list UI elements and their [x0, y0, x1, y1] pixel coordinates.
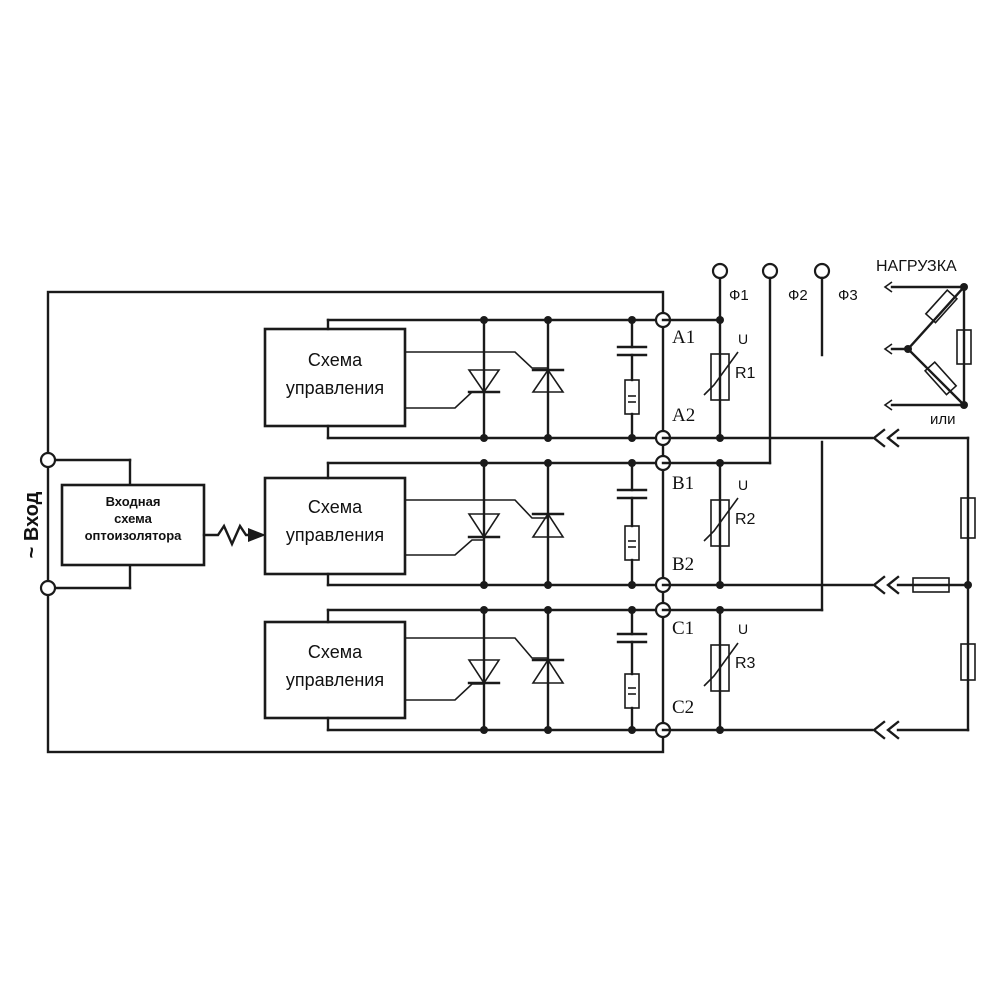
terminal-label-a2: A2 [672, 405, 695, 426]
snubber-resistor-c [624, 673, 640, 709]
input-terminal-1 [39, 451, 57, 469]
input-block-line1: Входная [106, 494, 161, 509]
thyristor-b1 [467, 513, 501, 539]
channel-a: Схема управления [263, 316, 665, 442]
control-block-b-line2: управления [286, 525, 384, 545]
control-block-c-line1: Схема [308, 642, 363, 662]
control-block-a [263, 327, 407, 428]
terminal-label-c1: C1 [672, 618, 694, 639]
phase-terminal-2 [761, 262, 779, 280]
phase-label-1: Ф1 [729, 287, 749, 304]
control-block-b [263, 476, 407, 576]
phase-label-2: Ф2 [788, 287, 808, 304]
load-resistor-delta-3 [960, 643, 976, 681]
varistor-r1 [710, 353, 730, 401]
thyristor-a2 [531, 368, 565, 393]
channel-c: Схема управления [263, 606, 665, 734]
input-label: ~ Вход [21, 491, 43, 558]
load-resistor-delta-2 [912, 577, 950, 593]
varistor-u-a: U [738, 331, 748, 347]
varistor-u-c: U [738, 621, 748, 637]
input-optoisolator-block [60, 483, 206, 567]
terminal-label-a1: A1 [672, 327, 695, 348]
input-block-line2: схема [114, 511, 152, 526]
load-resistor-star-2 [923, 360, 958, 396]
input-block-line3: оптоизолятора [85, 528, 183, 543]
input-terminal-2 [39, 579, 57, 597]
phase-terminal-1 [711, 262, 729, 280]
varistor-label-r1: R1 [735, 365, 756, 382]
control-block-a-line1: Схема [308, 350, 363, 370]
thyristor-c1 [467, 659, 501, 685]
terminal-label-c2: C2 [672, 697, 694, 718]
control-block-b-line1: Схема [308, 497, 363, 517]
phase-label-3: Ф3 [838, 287, 858, 304]
load-resistor-delta-1 [960, 497, 976, 539]
snubber-resistor-b [624, 525, 640, 561]
varistor-u-b: U [738, 477, 748, 493]
load-resistor-star-1 [924, 288, 959, 324]
varistor-label-r3: R3 [735, 655, 756, 672]
thyristor-b2 [531, 512, 565, 538]
control-block-a-line2: управления [286, 378, 384, 398]
terminal-label-b2: B2 [672, 554, 694, 575]
thyristor-c2 [531, 658, 565, 684]
varistor-r3 [710, 644, 730, 692]
varistor-label-r2: R2 [735, 511, 756, 528]
control-block-c-line2: управления [286, 670, 384, 690]
phase-terminal-3 [813, 262, 831, 280]
snubber-resistor-a [624, 379, 640, 415]
channel-b: Схема управления [263, 459, 665, 589]
thyristor-a1 [467, 369, 501, 394]
optical-link-arrow [202, 523, 258, 547]
load-label: НАГРУЗКА [876, 258, 957, 275]
relay-housing [46, 290, 665, 754]
load-resistor-star-3 [956, 329, 972, 365]
or-label: или [930, 411, 956, 428]
varistor-r2 [710, 499, 730, 547]
control-block-c [263, 620, 407, 720]
terminal-label-b1: B1 [672, 473, 694, 494]
